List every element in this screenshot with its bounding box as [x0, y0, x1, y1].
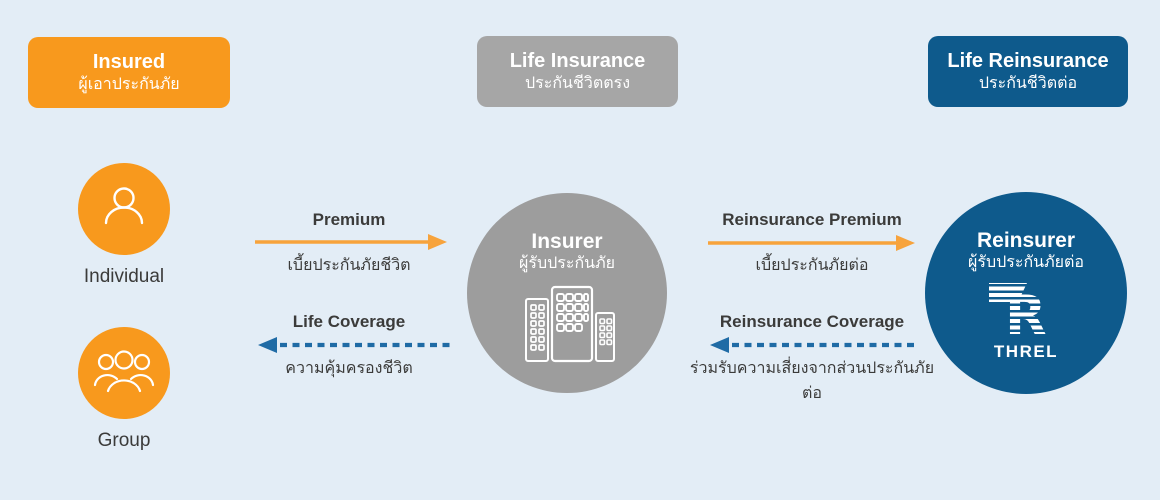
group-label: Group	[97, 430, 151, 451]
premium-label: Premium	[312, 210, 386, 229]
insured-subtitle: ผู้เอาประกันภัย	[78, 76, 180, 93]
reinsurance-premium-label: Reinsurance Premium	[722, 210, 902, 229]
life-reinsurance-title: Life Reinsurance	[947, 50, 1109, 72]
insured-title: Insured	[92, 51, 166, 73]
buildings-icon	[514, 283, 620, 370]
reinsurance-coverage-arrow-icon	[710, 335, 915, 360]
life-reinsurance-header-box: Life Reinsurance ประกันชีวิตต่อ	[928, 36, 1128, 107]
life-insurance-title: Life Insurance	[509, 50, 646, 72]
individual-label: Individual	[83, 266, 165, 287]
threl-striped-r-icon: R	[987, 280, 1065, 347]
reinsurance-premium-sublabel: เบี้ยประกันภัยต่อ	[755, 257, 869, 274]
premium-sublabel: เบี้ยประกันภัยชีวิต	[287, 257, 411, 274]
group-circle	[78, 327, 170, 419]
life-coverage-label: Life Coverage	[292, 312, 406, 331]
reinsurance-coverage-label: Reinsurance Coverage	[719, 312, 905, 331]
individual-circle	[78, 163, 170, 255]
insurer-subtitle: ผู้รับประกันภัย	[518, 255, 615, 273]
life-coverage-arrow-icon	[258, 335, 452, 360]
person-icon	[98, 181, 150, 238]
reinsurer-subtitle: ผู้รับประกันภัยต่อ	[967, 254, 1084, 272]
reinsurance-coverage-sublabel: ร่วมรับความเสี่ยงจากส่วนประกันภัยต่อ	[689, 360, 935, 402]
life-reinsurance-subtitle: ประกันชีวิตต่อ	[978, 75, 1078, 92]
insurer-title: Insurer	[531, 230, 603, 253]
reinsurer-circle: Reinsurer ผู้รับประกันภัยต่อ R THREL	[925, 192, 1127, 394]
reinsurance-premium-arrow-icon	[708, 233, 915, 258]
life-insurance-header-box: Life Insurance ประกันชีวิตตรง	[477, 36, 678, 107]
threl-logo: R THREL	[987, 280, 1065, 362]
threl-logo-text: THREL	[993, 341, 1059, 361]
insurer-circle: Insurer ผู้รับประกันภัย	[467, 193, 667, 393]
premium-arrow-icon	[255, 232, 447, 257]
svg-text:R: R	[1005, 284, 1047, 336]
life-coverage-sublabel: ความคุ้มครองชีวิต	[285, 360, 413, 377]
reinsurer-title: Reinsurer	[976, 229, 1076, 252]
insured-header-box: Insured ผู้เอาประกันภัย	[28, 37, 230, 108]
group-icon	[93, 347, 155, 400]
life-insurance-subtitle: ประกันชีวิตตรง	[525, 75, 630, 92]
